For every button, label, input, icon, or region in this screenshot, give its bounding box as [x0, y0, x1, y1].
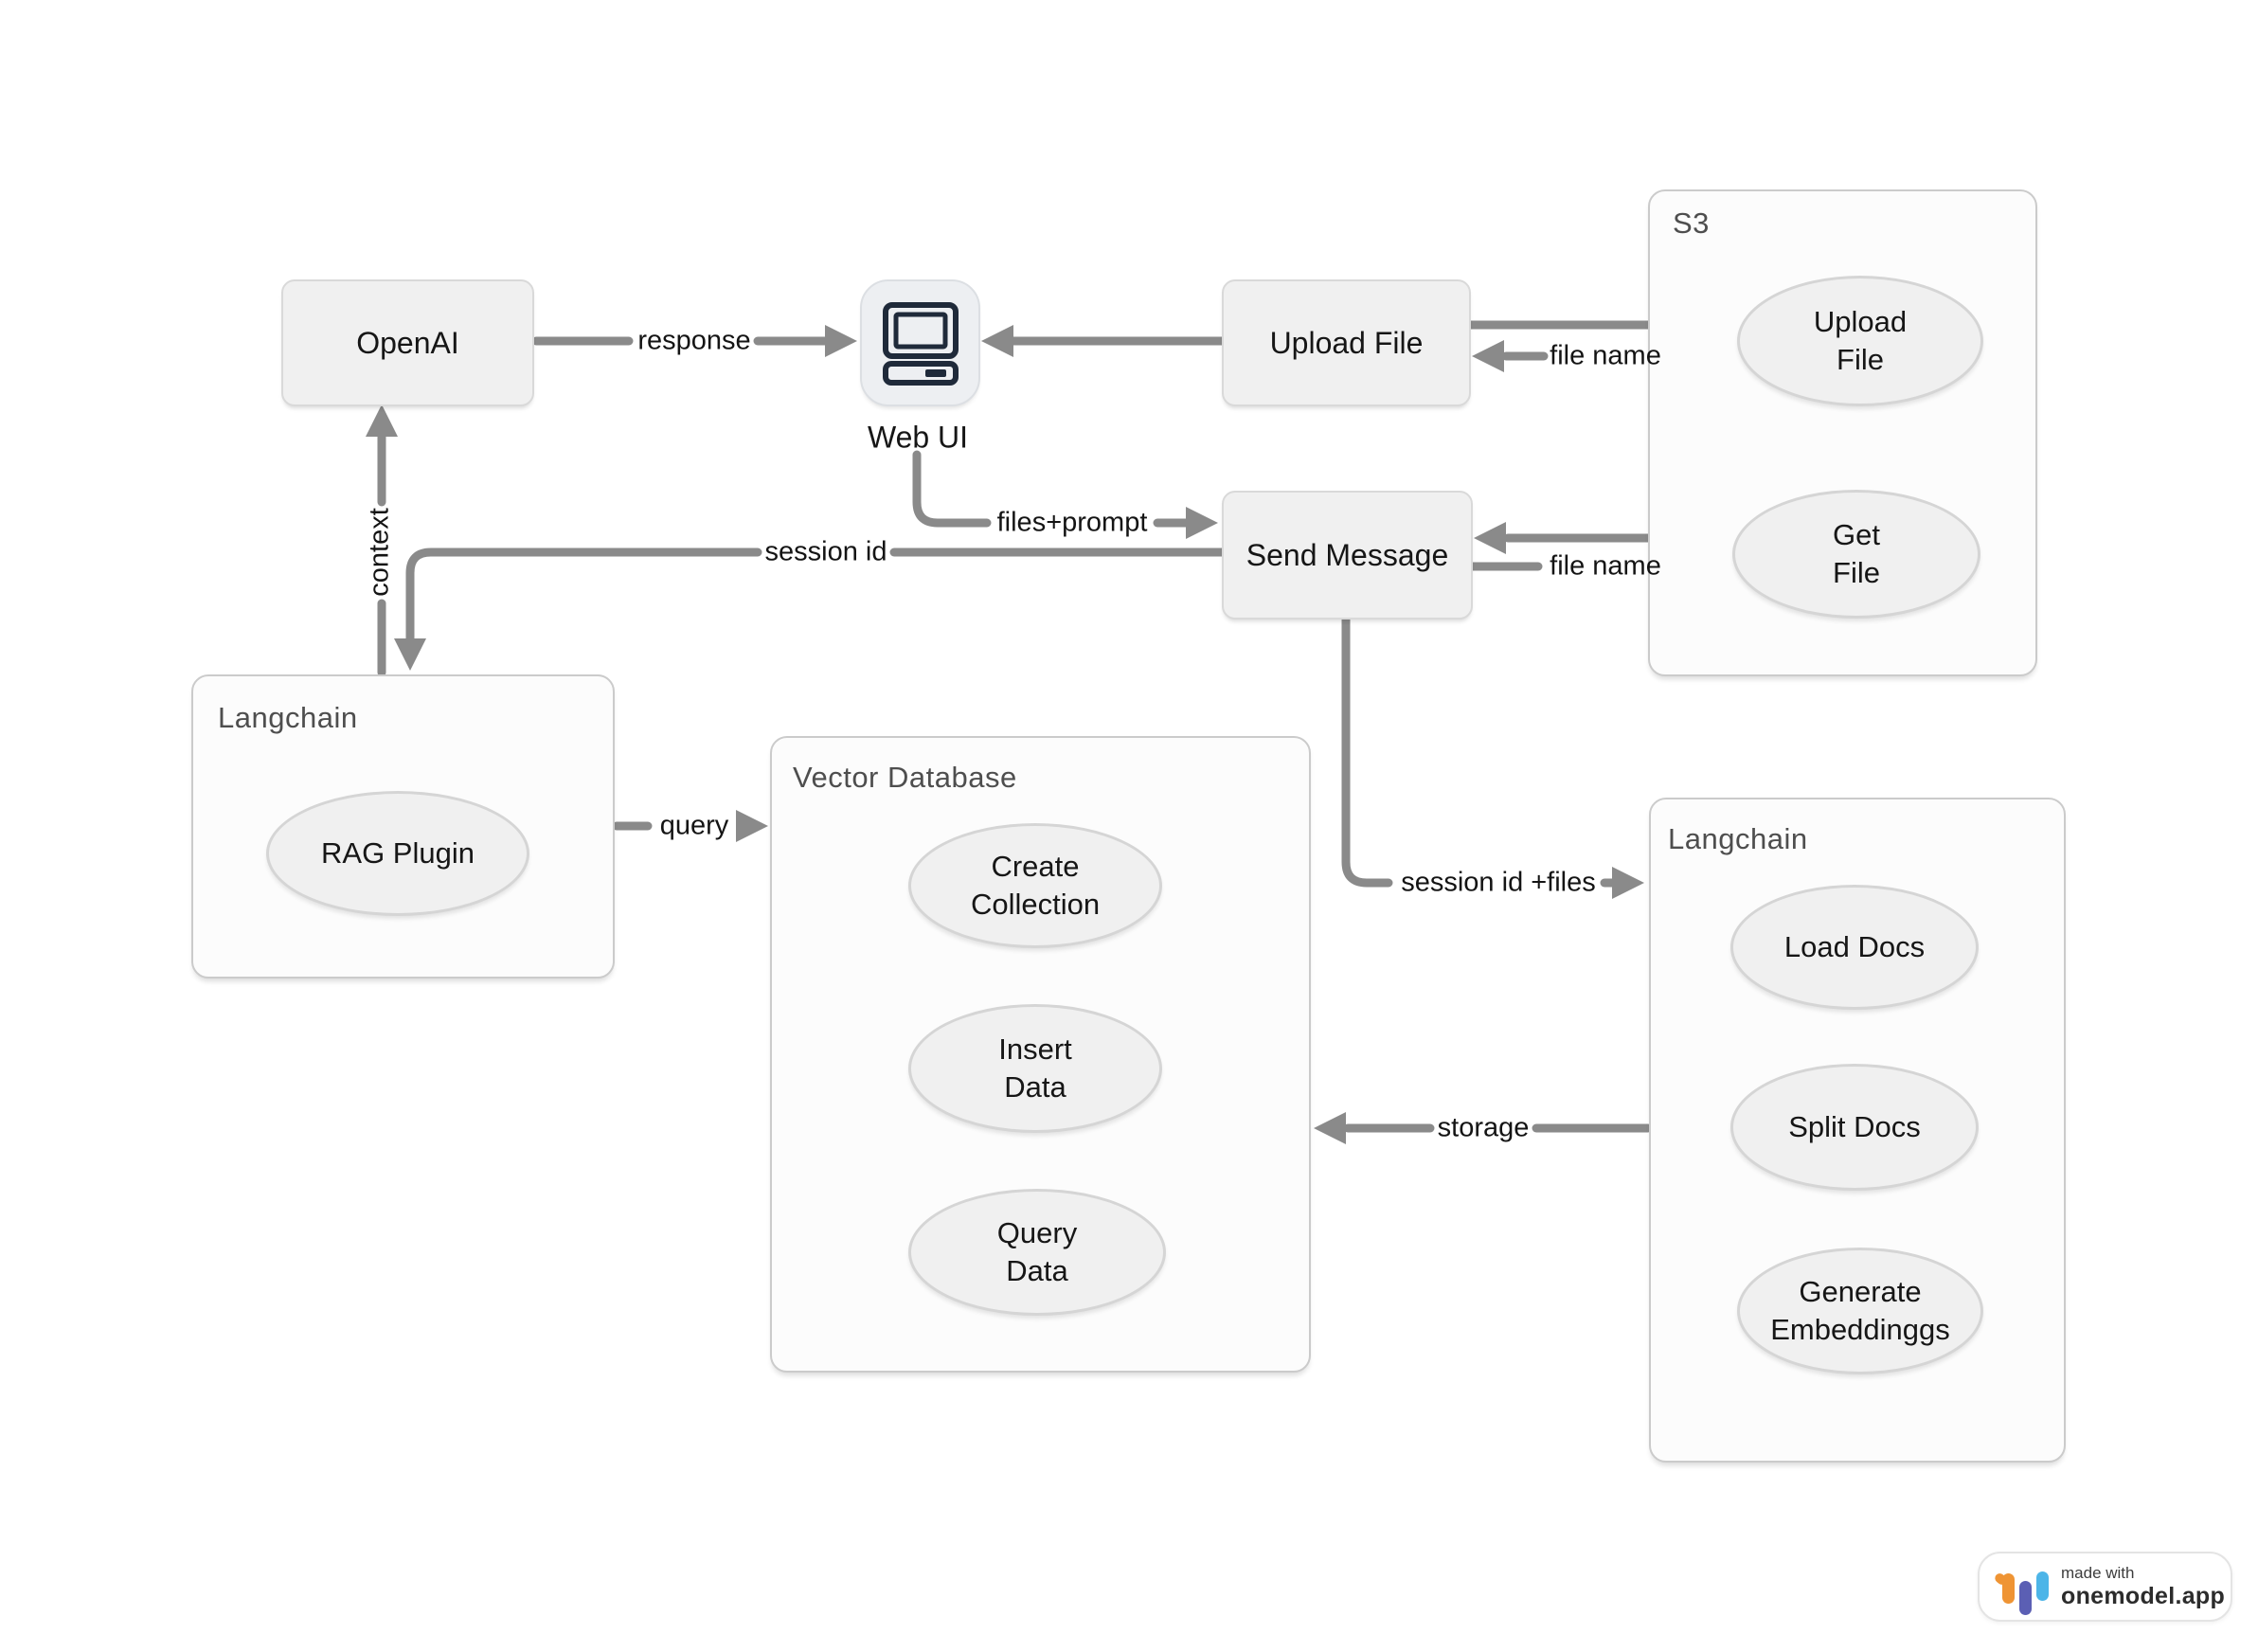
- computer-icon: [882, 302, 959, 386]
- ellipse-split-docs-label: Split Docs: [1788, 1110, 1921, 1143]
- node-send-message[interactable]: Send Message: [1222, 491, 1473, 620]
- logo-bar-blue: [2036, 1571, 2049, 1601]
- edge-label-file-name-upload: file name: [1550, 340, 1661, 371]
- ellipse-insert-data-line1: Insert: [998, 1032, 1072, 1066]
- ellipse-generate-embeddings-line2: Embeddinggs: [1770, 1313, 1950, 1346]
- node-web-ui[interactable]: [860, 279, 980, 406]
- ellipse-s3-upload-file-line2: File: [1837, 343, 1884, 376]
- node-upload-file[interactable]: Upload File: [1222, 279, 1471, 406]
- ellipse-insert-data[interactable]: Insert Data: [908, 1004, 1162, 1133]
- edge-query-arrowhead: [736, 810, 768, 842]
- ellipse-load-docs-label: Load Docs: [1783, 930, 1926, 963]
- container-langchain-left-title: Langchain: [218, 701, 358, 734]
- edge-label-response: response: [637, 325, 751, 356]
- edge-label-query: query: [659, 810, 729, 841]
- ellipse-create-collection-line1: Create: [991, 850, 1080, 883]
- container-s3-title: S3: [1673, 206, 1710, 240]
- ellipse-insert-data-line2: Data: [1004, 1070, 1066, 1104]
- edge-filesprompt-line: [912, 450, 992, 528]
- edge-response-arrowhead: [825, 325, 857, 357]
- edge-sessionid-line2: [405, 548, 762, 645]
- edge-sessionid-arrowhead: [394, 638, 426, 671]
- node-openai[interactable]: OpenAI: [281, 279, 534, 406]
- ellipse-create-collection[interactable]: Create Collection: [908, 823, 1162, 948]
- ellipse-query-data-line1: Query: [996, 1216, 1078, 1249]
- ellipse-query-data-line2: Data: [1006, 1254, 1068, 1287]
- edge-sessionidfiles-arrowhead: [1612, 867, 1644, 899]
- ellipse-generate-embeddings-line1: Generate: [1799, 1275, 1922, 1308]
- ellipse-s3-get-file[interactable]: Get File: [1732, 490, 1980, 619]
- edge-context-arrowhead: [366, 404, 398, 437]
- edge-label-file-name-get: file name: [1550, 550, 1661, 582]
- onemodel-badge[interactable]: made with onemodel.app: [1978, 1552, 2232, 1622]
- edge-sessionidfiles-line: [1341, 611, 1393, 888]
- edge-storage-arrowhead: [1314, 1112, 1346, 1144]
- ellipse-load-docs[interactable]: Load Docs: [1730, 885, 1979, 1010]
- edge-getfile-to-sendmessage-arrowhead: [1474, 522, 1506, 554]
- edge-label-session-id: session id: [764, 536, 887, 567]
- ellipse-s3-get-file-line1: Get: [1833, 518, 1880, 551]
- badge-made-with-text: made with: [2061, 1564, 2135, 1582]
- edge-uploadfile-to-webui-arrowhead: [981, 325, 1013, 357]
- ellipse-create-collection-line2: Collection: [970, 888, 1101, 921]
- ellipse-s3-upload-file[interactable]: Upload File: [1737, 276, 1983, 406]
- node-web-ui-label: Web UI: [867, 420, 969, 455]
- ellipse-rag-plugin[interactable]: RAG Plugin: [266, 791, 529, 916]
- onemodel-logo-icon: [1995, 1562, 2049, 1615]
- edge-label-context: context: [364, 508, 395, 597]
- node-upload-file-label: Upload File: [1269, 325, 1424, 360]
- container-langchain-right-title: Langchain: [1668, 822, 1808, 855]
- edge-label-storage: storage: [1437, 1112, 1530, 1143]
- node-openai-label: OpenAI: [356, 325, 459, 360]
- edge-filesprompt-arrowhead: [1186, 507, 1218, 539]
- edge-label-files-prompt: files+prompt: [996, 507, 1148, 538]
- ellipse-split-docs[interactable]: Split Docs: [1730, 1064, 1979, 1191]
- logo-bar-indigo: [2019, 1581, 2032, 1615]
- logo-bar-orange: [2002, 1573, 2015, 1604]
- ellipse-s3-get-file-line2: File: [1833, 556, 1880, 589]
- edge-label-session-id-files: session id +files: [1401, 867, 1596, 898]
- badge-brand-text: onemodel.app: [2061, 1583, 2226, 1609]
- container-vector-database-title: Vector Database: [793, 761, 1017, 794]
- ellipse-query-data[interactable]: Query Data: [908, 1189, 1166, 1316]
- ellipse-rag-plugin-label: RAG Plugin: [321, 836, 475, 870]
- ellipse-generate-embeddings[interactable]: Generate Embeddinggs: [1737, 1248, 1983, 1374]
- edge-filename-upload-arrowhead: [1472, 340, 1504, 372]
- node-send-message-label: Send Message: [1245, 537, 1449, 572]
- ellipse-s3-upload-file-line1: Upload: [1813, 305, 1908, 338]
